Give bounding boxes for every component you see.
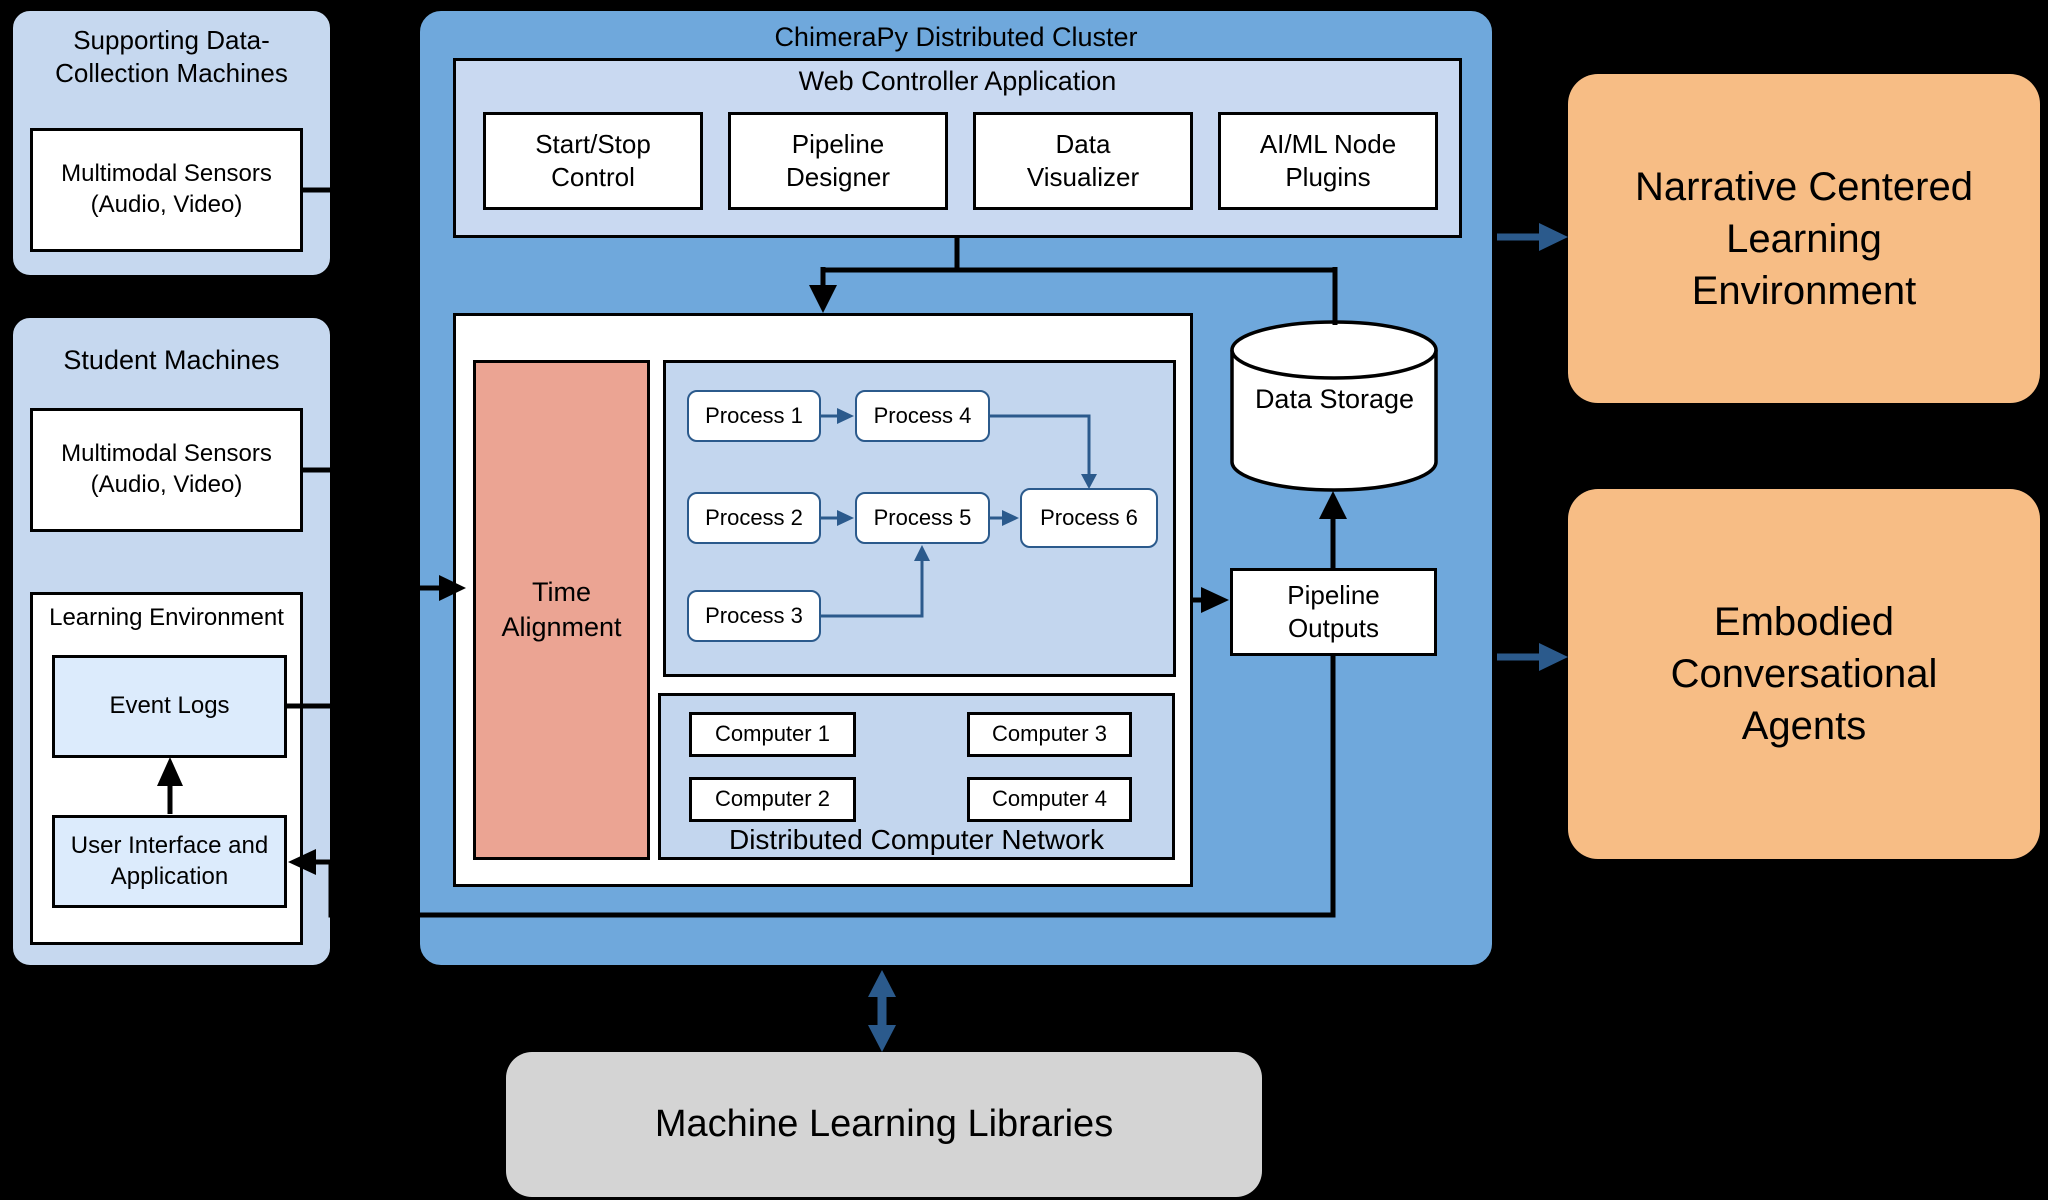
module-data-visualizer: Data Visualizer bbox=[973, 112, 1193, 210]
cylinder-body bbox=[1232, 350, 1436, 490]
module-aiml-node-plugins: AI/ML Node Plugins bbox=[1218, 112, 1438, 210]
process-3-box: Process 3 bbox=[687, 590, 821, 642]
user-interface-application-box: User Interface and Application bbox=[52, 815, 287, 908]
event-logs-box: Event Logs bbox=[52, 655, 287, 758]
cylinder-top bbox=[1230, 320, 1438, 380]
cylinder-body-outline bbox=[1230, 350, 1438, 492]
time-alignment-box: Time Alignment bbox=[473, 360, 650, 860]
process-2-box: Process 2 bbox=[687, 492, 821, 544]
cluster-to-narrative-arrowhead bbox=[1539, 223, 1568, 251]
process-1-box: Process 1 bbox=[687, 390, 821, 442]
web-controller-title: Web Controller Application bbox=[798, 65, 1117, 96]
computer-4-box: Computer 4 bbox=[967, 777, 1132, 822]
supporting-machines-title: Supporting Data- Collection Machines bbox=[55, 25, 288, 89]
ml-libraries-up-arrowhead bbox=[868, 970, 896, 997]
computer-network-title: Distributed Computer Network bbox=[728, 824, 1105, 856]
cluster-to-embodied-arrowhead bbox=[1539, 643, 1568, 671]
module-start-stop-control: Start/Stop Control bbox=[483, 112, 703, 210]
data-storage-label: Data Storage bbox=[1254, 383, 1415, 414]
module-pipeline-designer: Pipeline Designer bbox=[728, 112, 948, 210]
computer-1-box: Computer 1 bbox=[689, 712, 856, 757]
process-5-box: Process 5 bbox=[855, 492, 990, 544]
computer-3-box: Computer 3 bbox=[967, 712, 1132, 757]
process-4-box: Process 4 bbox=[855, 390, 990, 442]
student-machines-title: Student Machines bbox=[63, 344, 280, 375]
narrative-learning-environment-box: Narrative Centered Learning Environment bbox=[1568, 74, 2040, 403]
process-6-box: Process 6 bbox=[1020, 488, 1158, 548]
embodied-conversational-agents-box: Embodied Conversational Agents bbox=[1568, 489, 2040, 859]
ml-libraries-down-arrowhead bbox=[868, 1025, 896, 1052]
machine-learning-libraries-box: Machine Learning Libraries bbox=[506, 1052, 1262, 1197]
learning-environment-title: Learning Environment bbox=[49, 603, 284, 631]
cluster-title: ChimeraPy Distributed Cluster bbox=[774, 21, 1138, 52]
pipeline-outputs-box: Pipeline Outputs bbox=[1230, 568, 1437, 656]
computer-2-box: Computer 2 bbox=[689, 777, 856, 822]
data-storage-cylinder bbox=[1230, 320, 1438, 492]
student-multimodal-sensors-box: Multimodal Sensors (Audio, Video) bbox=[30, 408, 303, 532]
supporting-multimodal-sensors-box: Multimodal Sensors (Audio, Video) bbox=[30, 128, 303, 252]
